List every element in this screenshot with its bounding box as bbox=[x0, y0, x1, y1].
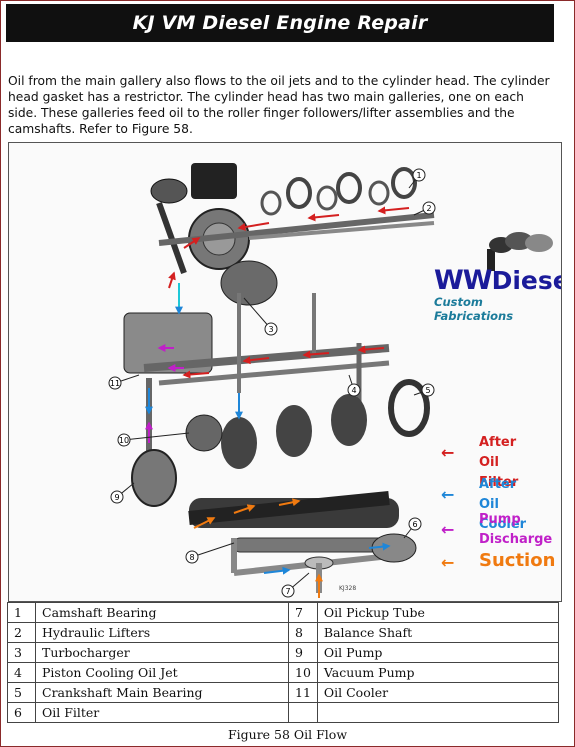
callout-9-label: 9 bbox=[114, 493, 119, 502]
left-arrow-icon: ← bbox=[441, 553, 455, 572]
callout-3 bbox=[264, 322, 278, 336]
smoke-logo-icon bbox=[487, 232, 553, 271]
page-title-text: KJ VM Diesel Engine Repair bbox=[132, 12, 428, 34]
callout-4 bbox=[347, 383, 361, 397]
left-arrow-icon: ← bbox=[441, 485, 455, 504]
engine-block bbox=[123, 293, 430, 593]
callout-2-label: 2 bbox=[426, 204, 431, 213]
callout-10-label: 10 bbox=[119, 436, 129, 445]
table-cell-name: Camshaft Bearing bbox=[35, 602, 289, 623]
callout-2 bbox=[422, 201, 436, 215]
page-title: KJ VM Diesel Engine Repair bbox=[6, 4, 554, 42]
table-cell-name: Crankshaft Main Bearing bbox=[35, 682, 289, 703]
legend-label: After Oil Cooler bbox=[479, 477, 527, 532]
callout-8-label: 8 bbox=[189, 553, 194, 562]
left-arrow-icon: ← bbox=[441, 520, 455, 539]
brand-name-rest: Diesel bbox=[491, 266, 561, 295]
callout-9 bbox=[110, 490, 124, 504]
legend-label: After Oil Filter bbox=[479, 435, 519, 490]
callout-5-label: 5 bbox=[425, 386, 430, 395]
table-cell-name: Turbocharger bbox=[35, 642, 289, 663]
flow-arrows bbox=[145, 206, 410, 598]
brand-tagline: Custom Fabrications bbox=[434, 295, 514, 323]
callout-5 bbox=[421, 383, 435, 397]
table-cell-num: 3 bbox=[7, 642, 36, 663]
callout-6 bbox=[408, 517, 422, 531]
legend-label: Pump Discharge bbox=[479, 512, 553, 547]
table-cell-num: 4 bbox=[7, 662, 36, 683]
table-cell-num2: 11 bbox=[288, 682, 318, 703]
callout-11-label: 11 bbox=[110, 379, 120, 388]
oil-flow-figure: 1 2 3 4 5 6 7 8 9 10 bbox=[8, 142, 562, 602]
callout-7-label: 7 bbox=[285, 587, 290, 596]
figure-code: KJ328 bbox=[339, 585, 357, 592]
table-cell-num2: 8 bbox=[288, 622, 318, 643]
brand-logo: WWDiesel Custom Fabrications bbox=[434, 265, 561, 323]
table-cell-name: Oil Filter bbox=[35, 702, 289, 723]
left-arrow-icon: ← bbox=[441, 443, 455, 462]
intro-paragraph: Oil from the main gallery also flows to … bbox=[8, 74, 550, 136]
callout-7 bbox=[281, 584, 295, 598]
table-cell-name2: Vacuum Pump bbox=[316, 662, 560, 683]
callout-markers: 1 2 3 4 5 6 7 8 9 10 bbox=[108, 168, 436, 598]
table-cell-name: Piston Cooling Oil Jet bbox=[35, 662, 289, 683]
table-cell-name: Hydraulic Lifters bbox=[35, 622, 289, 643]
legend-label: Suction bbox=[479, 550, 556, 571]
table-cell-name2: Oil Pump bbox=[316, 642, 560, 663]
brand-name: WWDiesel bbox=[434, 265, 561, 296]
table-cell-num: 1 bbox=[7, 602, 36, 623]
table-cell-num2: 10 bbox=[288, 662, 318, 683]
brand-name-big: WW bbox=[434, 265, 493, 296]
callout-8 bbox=[185, 550, 199, 564]
callout-4-label: 4 bbox=[351, 386, 356, 395]
table-cell-name2: Balance Shaft bbox=[316, 622, 560, 643]
callout-11 bbox=[108, 376, 122, 390]
engine-illustration: 1 2 3 4 5 6 7 8 9 10 bbox=[108, 163, 436, 598]
table-cell-num2: 9 bbox=[288, 642, 318, 663]
table-cell-num2 bbox=[288, 702, 318, 723]
table-cell-num: 6 bbox=[7, 702, 36, 723]
table-cell-name2: Oil Pickup Tube bbox=[316, 602, 560, 623]
table-cell-num: 2 bbox=[7, 622, 36, 643]
callout-6-label: 6 bbox=[412, 520, 417, 529]
camshaft-rail bbox=[158, 167, 435, 246]
callout-10 bbox=[117, 433, 131, 447]
callout-1-label: 1 bbox=[416, 171, 421, 180]
table-cell-name2 bbox=[316, 702, 560, 723]
table-cell-num2: 7 bbox=[288, 602, 318, 623]
callout-3-label: 3 bbox=[268, 325, 273, 334]
callout-1 bbox=[412, 168, 426, 182]
figure-caption: Figure 58 Oil Flow bbox=[227, 727, 348, 742]
table-cell-name2: Oil Cooler bbox=[316, 682, 560, 703]
table-cell-num: 5 bbox=[7, 682, 36, 703]
